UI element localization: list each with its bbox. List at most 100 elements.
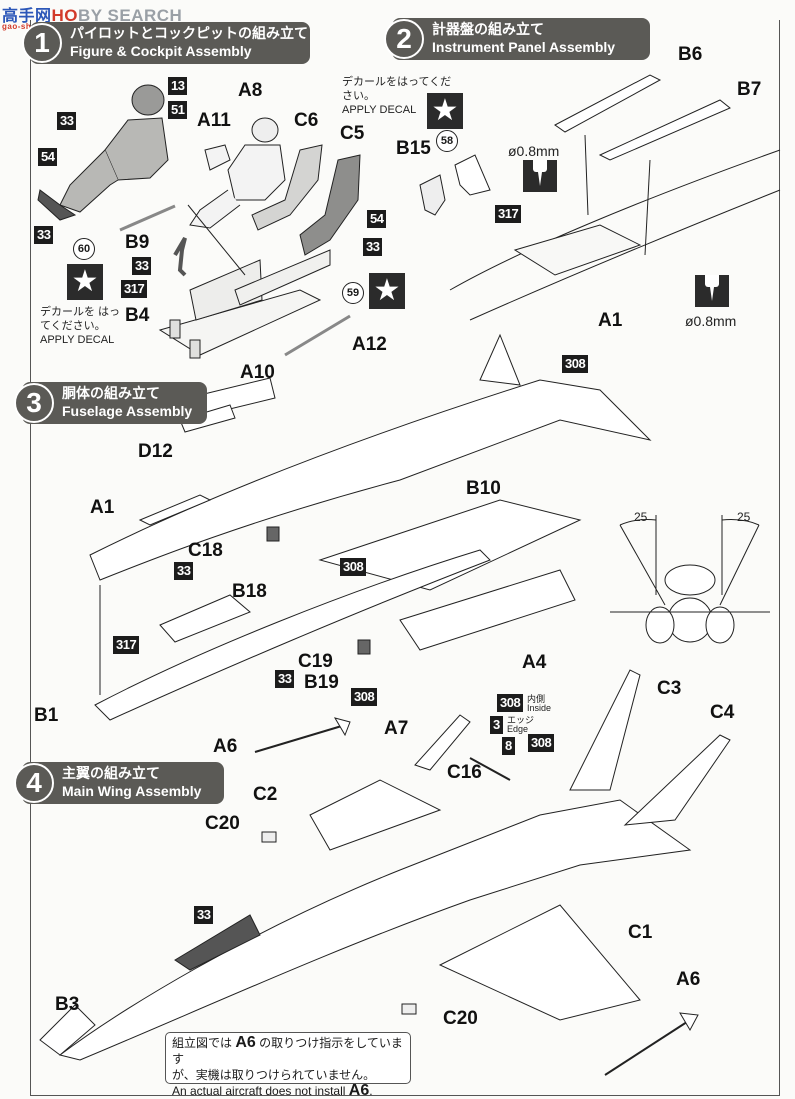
part-c20-bottom xyxy=(401,1003,417,1015)
part-label: B18 xyxy=(232,581,267,602)
cockpit-floor-b4 xyxy=(158,249,331,359)
paint-code: 308 xyxy=(340,558,367,576)
decal-58 xyxy=(454,154,491,196)
angle-label-left: 25 xyxy=(634,510,648,524)
wing-c2 xyxy=(309,779,442,851)
paint-code: 8 xyxy=(502,737,515,755)
drill-size: ø0.8mm xyxy=(685,313,737,329)
part-label: C18 xyxy=(188,540,223,561)
wing-c1 xyxy=(438,904,641,1021)
pilot-figure-painted xyxy=(37,84,169,221)
part-rod-60 xyxy=(119,204,176,232)
note-line3-part: A6 xyxy=(348,1082,370,1099)
part-label: C19 xyxy=(298,651,333,672)
drill-bit-icon xyxy=(695,275,729,307)
paint-code: 308 xyxy=(562,355,589,373)
part-label: A7 xyxy=(384,718,409,739)
part-label: C5 xyxy=(340,123,365,144)
cockpit-tub xyxy=(159,594,251,643)
part-c20-top xyxy=(261,831,277,843)
page-frame xyxy=(30,20,780,1096)
part-label: B7 xyxy=(737,79,762,100)
part-d12 xyxy=(179,404,236,433)
tail-c3 xyxy=(569,669,641,791)
step-3-title-en: Fuselage Assembly xyxy=(62,403,193,419)
paint-code: 308 xyxy=(528,734,555,752)
part-c18 xyxy=(266,526,280,542)
step-1-title-jp: パイロットとコックピットの組み立て xyxy=(70,26,308,42)
tail-c4 xyxy=(623,734,731,826)
paint-code: 51 xyxy=(168,101,188,119)
paint-code: 317 xyxy=(121,280,148,298)
note-line3-post: . xyxy=(369,1084,373,1098)
part-rod-59 xyxy=(284,314,351,357)
missile-a6-bottom xyxy=(604,1012,699,1076)
star-decal-icon: ★ xyxy=(67,264,103,300)
part-label: D12 xyxy=(138,441,173,462)
step-4-banner: 4 主翼の組み立て Main Wing Assembly xyxy=(14,762,224,804)
arrow-line xyxy=(584,134,589,216)
arrow-line xyxy=(644,159,651,256)
step-4-number: 4 xyxy=(14,763,54,803)
note-line1-pre: 組立図では xyxy=(172,1036,233,1050)
part-label: A1 xyxy=(598,310,623,331)
step-3-number: 3 xyxy=(14,383,54,423)
decal-instruction-jp: デカールを はってください。 xyxy=(40,306,121,332)
step-2-title-jp: 計器盤の組み立て xyxy=(432,22,544,38)
part-label: A1 xyxy=(90,497,115,518)
watermark-prefix: HO xyxy=(51,6,79,25)
note-line3-pre: An actual aircraft does not install xyxy=(172,1084,346,1098)
part-label: A8 xyxy=(238,80,263,101)
part-label: A11 xyxy=(197,110,231,131)
paint-code: 33 xyxy=(363,238,383,256)
part-label: C6 xyxy=(294,110,319,131)
paint-code: 3 xyxy=(490,716,503,734)
installation-note: 組立図では A6 の取りつけ指示をしています が、実機は取りつけられていません。… xyxy=(165,1032,411,1099)
decal-instruction-en: APPLY DECAL xyxy=(342,104,417,116)
decal-number: 60 xyxy=(73,238,95,260)
part-label: A10 xyxy=(240,362,275,383)
seat-c6 xyxy=(251,144,323,231)
part-c16 xyxy=(469,757,511,781)
paint-code: 33 xyxy=(57,112,77,130)
part-b6 xyxy=(554,74,662,133)
paint-code: 33 xyxy=(34,226,54,244)
part-a7 xyxy=(414,714,471,771)
paint-code: 33 xyxy=(194,906,214,924)
part-label: C16 xyxy=(447,762,482,783)
part-label: C20 xyxy=(205,813,240,834)
step-1-banner: 1 パイロットとコックピットの組み立て Figure & Cockpit Ass… xyxy=(22,22,310,64)
decal-instruction-jp: デカールをはってください。 xyxy=(342,76,452,102)
paint-code: 13 xyxy=(168,77,188,95)
paint-code: 33 xyxy=(275,670,295,688)
pilot-figure-unpainted xyxy=(189,117,286,229)
part-label: C2 xyxy=(253,784,278,805)
decal-instruction: デカールをはってください。 APPLY DECAL xyxy=(342,75,462,117)
front-view-diagram xyxy=(610,515,770,644)
part-label: B10 xyxy=(466,478,501,499)
drill-size: ø0.8mm xyxy=(508,143,560,159)
missile-a6-top xyxy=(254,717,351,753)
part-label: A6 xyxy=(213,736,238,757)
part-label: B3 xyxy=(55,994,80,1015)
step-4-title-jp: 主翼の組み立て xyxy=(62,766,160,782)
step-4-title-en: Main Wing Assembly xyxy=(62,783,202,799)
part-label: B4 xyxy=(125,305,150,326)
arrow-line xyxy=(187,204,246,276)
decal-number: 59 xyxy=(342,282,364,304)
paint-note-inside: 内側 Inside xyxy=(527,695,551,713)
angle-label-right: 25 xyxy=(737,510,751,524)
step-2-banner: 2 計器盤の組み立て Instrument Panel Assembly xyxy=(384,18,650,60)
fuselage-a1-top xyxy=(449,149,781,321)
part-label: A6 xyxy=(676,969,701,990)
step-1-number: 1 xyxy=(22,23,62,63)
paint-note-inside-jp: 内側 xyxy=(527,694,546,704)
seat-c5 xyxy=(299,154,361,256)
paint-code: 33 xyxy=(132,257,152,275)
stick-b9 xyxy=(173,236,187,277)
decal-instruction: デカールを はってください。 APPLY DECAL xyxy=(40,305,130,347)
star-decal-icon: ★ xyxy=(427,93,463,129)
part-b7 xyxy=(598,99,731,161)
part-label: C20 xyxy=(443,1008,478,1029)
